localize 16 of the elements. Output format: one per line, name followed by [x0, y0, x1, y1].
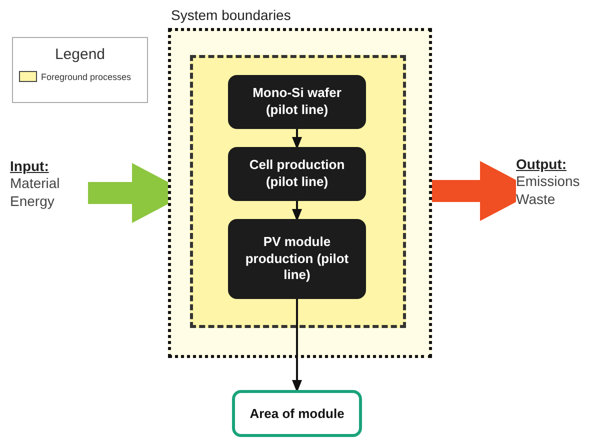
flow-items: Material Energy — [10, 174, 61, 210]
process-box — [228, 219, 366, 299]
process-label: Cell production (pilot line) — [248, 157, 346, 191]
legend-title: Legend — [54, 46, 106, 63]
process-box — [228, 147, 366, 201]
flow-items: Emissions Waste — [516, 172, 581, 208]
flow-heading: Input: — [10, 158, 50, 174]
result-box — [232, 390, 362, 437]
process-box — [228, 75, 366, 129]
flow-heading: Output: — [516, 156, 568, 172]
process-label: PV module production (pilot line) — [244, 234, 350, 284]
boundary-heading: System boundaries — [171, 7, 291, 23]
legend-text: Foreground processes — [41, 72, 132, 82]
result-label: Area of module — [250, 406, 344, 421]
foreground-process-frame — [190, 55, 406, 328]
process-label: Mono-Si wafer (pilot line) — [252, 85, 342, 119]
